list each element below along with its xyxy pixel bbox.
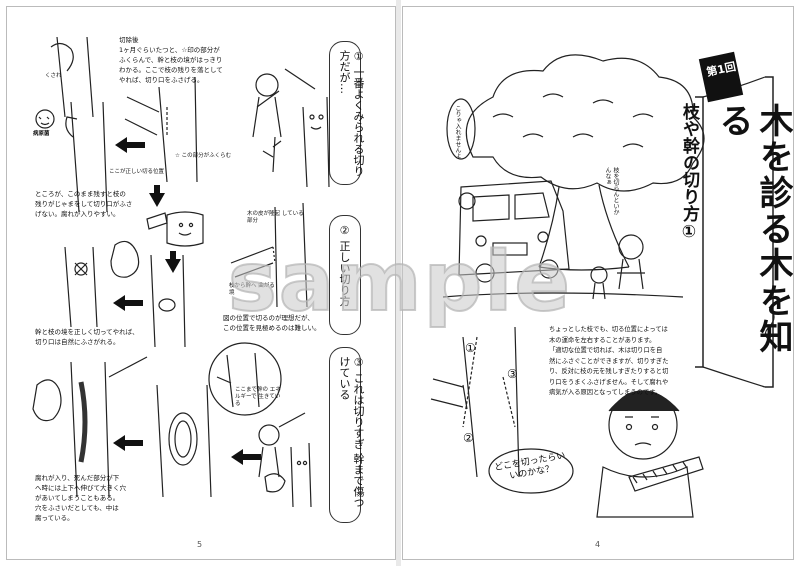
text-proper-cut: 幹と枝の境を正しく切ってやれば、 切り口は自然にふさがれる。 bbox=[35, 328, 139, 346]
text-diagram-note: 図の位置で切るのが理想だが、 この位置を見極めるのは難しい。 bbox=[223, 314, 321, 332]
caption-3: ③ これは切りすぎ 幹まで傷つけている bbox=[338, 356, 365, 508]
body-text: ちょっとした枝でも、切る位置によっては 木の運命を左右することがあります。 「適… bbox=[549, 326, 669, 396]
book-gutter bbox=[396, 0, 401, 566]
label-branch-bend: 枝から幹へ 曲がる境 bbox=[229, 283, 275, 296]
label-kusare: くされ bbox=[45, 73, 62, 79]
label-energy: ここまで幹の エネルギーで 生きている bbox=[235, 387, 281, 407]
label-swell: ☆ この部分がふくらむ bbox=[175, 153, 232, 159]
speech-cut-branch: 枝を切らんといかんなぁ bbox=[604, 167, 619, 215]
left-page: 切除後 1ヶ月ぐらいたつと、☆印の部分が ふくらんで、幹と枝の境がはっきり わか… bbox=[6, 6, 396, 560]
label-bark-swell: 木の皮が隆起 している部分 bbox=[247, 211, 304, 224]
label-disease: 病原菌 bbox=[33, 131, 50, 137]
caption-2: ② 正しい切り方 bbox=[338, 224, 351, 307]
caption-box-1: ① 一番よくみられる切り方だが… bbox=[329, 41, 365, 185]
chapter-badge bbox=[698, 51, 744, 103]
caption-1: ① 一番よくみられる切り方だが… bbox=[338, 50, 365, 177]
caption-box-2: ② 正しい切り方 bbox=[329, 215, 361, 335]
marker-2: ② bbox=[463, 431, 474, 445]
speech-cant-enter: こりゃ入れませんよ bbox=[454, 105, 461, 159]
caption-box-3: ③ これは切りすぎ 幹まで傷つけている bbox=[329, 347, 365, 523]
marker-3: ③ bbox=[507, 367, 518, 381]
text-rot: 腐れが入り、死んだ部分が下 へ時には上下へ伸びて大きく穴 があいてしまうこともあ… bbox=[35, 474, 126, 522]
right-page: 第1回 木を診る木を知る 枝や幹の切り方① こりゃ入れませんよ 枝を切らんといか… bbox=[402, 6, 794, 560]
left-page-drawings bbox=[32, 36, 330, 508]
intro-text: 切除後 1ヶ月ぐらいたつと、☆印の部分が ふくらんで、幹と枝の境がはっきり わか… bbox=[119, 36, 223, 84]
text-leftover: ところが、このまま残すと枝の 残りがじゃまをして切り口がふさ げない。腐れが入り… bbox=[35, 190, 133, 218]
label-correct-position: ここが正しい切る位置 bbox=[109, 169, 165, 175]
right-page-drawings bbox=[430, 51, 775, 518]
right-page-number: 4 bbox=[595, 540, 601, 549]
main-title: 木を診る木を知る bbox=[713, 103, 793, 355]
subtitle: 枝や幹の切り方① bbox=[679, 103, 699, 242]
marker-1: ① bbox=[465, 341, 476, 355]
left-page-number: 5 bbox=[197, 540, 203, 549]
